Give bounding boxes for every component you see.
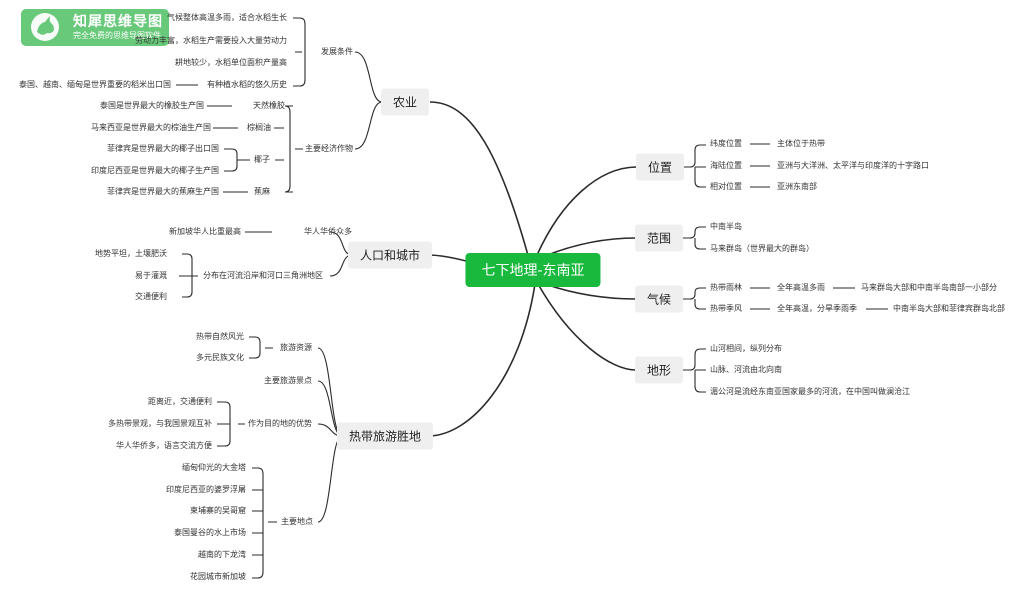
node-tour-spots[interactable]: 主要旅游景点 bbox=[264, 376, 312, 385]
node-sea-land-value[interactable]: 亚洲与大洋洲、太平洋与印度洋的十字路口 bbox=[777, 161, 929, 170]
node-dev-item[interactable]: 气候整体高温多雨，适合水稻生长 bbox=[167, 13, 287, 22]
topic-climate[interactable]: 气候 bbox=[634, 285, 684, 313]
node-tour-advantages[interactable]: 作为目的地的优势 bbox=[248, 419, 312, 428]
node-monsoon-desc[interactable]: 全年高温，分旱季雨季 bbox=[777, 304, 857, 313]
node-rainforest[interactable]: 热带雨林 bbox=[710, 283, 742, 292]
node-cash-crops[interactable]: 主要经济作物 bbox=[305, 144, 353, 153]
node-terrain-item[interactable]: 湄公河是流经东南亚国家最多的河流，在中国叫做澜沧江 bbox=[710, 387, 910, 396]
node-chinese-diaspora[interactable]: 华人华侨众多 bbox=[304, 227, 352, 236]
node-dev-item[interactable]: 耕地较少，水稻单位面积产量高 bbox=[175, 58, 287, 67]
node-terrain-item[interactable]: 山河相间，纵列分布 bbox=[710, 344, 782, 353]
node-latitude[interactable]: 纬度位置 bbox=[710, 139, 742, 148]
topic-scope[interactable]: 范围 bbox=[634, 224, 684, 252]
link-root-climate bbox=[544, 283, 637, 300]
node-rainforest-where[interactable]: 马来群岛大部和中南半岛南部一小部分 bbox=[861, 283, 997, 292]
node-dev-conditions[interactable]: 发展条件 bbox=[321, 47, 353, 56]
node-tour-places[interactable]: 主要地点 bbox=[281, 517, 313, 526]
node-place[interactable]: 越南的下龙湾 bbox=[198, 550, 246, 559]
node-tour-item[interactable]: 热带自然风光 bbox=[196, 332, 244, 341]
node-dist-item[interactable]: 地势平坦，土壤肥沃 bbox=[95, 249, 167, 258]
rhino-logo-icon bbox=[31, 13, 59, 41]
node-crop-fact[interactable]: 泰国是世界最大的橡胶生产国 bbox=[100, 101, 204, 110]
node-place[interactable]: 花园城市新加坡 bbox=[190, 572, 246, 581]
node-dist-item[interactable]: 交通便利 bbox=[135, 292, 167, 301]
node-tour-item[interactable]: 距离近，交通便利 bbox=[148, 397, 212, 406]
node-crop-banana[interactable]: 蕉麻 bbox=[254, 187, 270, 196]
root-topic[interactable]: 七下地理-东南亚 bbox=[465, 253, 601, 287]
link-root-pop bbox=[427, 254, 471, 263]
node-sea-land[interactable]: 海陆位置 bbox=[710, 161, 742, 170]
link-root-tour bbox=[427, 283, 536, 437]
node-relative-value[interactable]: 亚洲东南部 bbox=[777, 182, 817, 191]
node-tour-item[interactable]: 多元民族文化 bbox=[196, 353, 244, 362]
topic-tourism[interactable]: 热带旅游胜地 bbox=[336, 422, 434, 450]
node-crop-coconut[interactable]: 椰子 bbox=[254, 155, 270, 164]
brand-name: 知犀思维导图 bbox=[73, 14, 163, 30]
node-place[interactable]: 柬埔寨的吴哥窟 bbox=[190, 506, 246, 515]
topic-location[interactable]: 位置 bbox=[635, 153, 685, 181]
node-terrain-item[interactable]: 山脉、河流由北向南 bbox=[710, 365, 782, 374]
node-place[interactable]: 缅甸仰光的大金塔 bbox=[182, 463, 246, 472]
node-monsoon[interactable]: 热带季风 bbox=[710, 304, 742, 313]
node-distribution[interactable]: 分布在河流沿岸和河口三角洲地区 bbox=[203, 271, 323, 280]
node-tour-resources[interactable]: 旅游资源 bbox=[280, 343, 312, 352]
topic-population-cities[interactable]: 人口和城市 bbox=[347, 241, 433, 269]
node-tour-item[interactable]: 多热带景观，与我国景观互补 bbox=[108, 419, 212, 428]
node-dev-item[interactable]: 有种植水稻的悠久历史 bbox=[207, 80, 287, 89]
topic-agriculture[interactable]: 农业 bbox=[380, 88, 430, 116]
node-crop-rubber[interactable]: 天然橡胶 bbox=[253, 101, 285, 110]
node-dist-item[interactable]: 易于灌溉 bbox=[135, 271, 167, 280]
node-dev-item[interactable]: 劳动力丰富，水稻生产需要投入大量劳动力 bbox=[135, 36, 287, 45]
node-scope-item[interactable]: 中南半岛 bbox=[710, 222, 742, 231]
node-singapore-fact[interactable]: 新加坡华人比重最高 bbox=[169, 227, 241, 236]
node-monsoon-where[interactable]: 中南半岛大部和菲律宾群岛北部 bbox=[893, 304, 1005, 313]
node-crop-fact[interactable]: 印度尼西亚是世界最大的椰子生产国 bbox=[91, 166, 219, 175]
node-scope-item[interactable]: 马来群岛（世界最大的群岛） bbox=[710, 244, 814, 253]
link-root-terrain bbox=[537, 283, 637, 371]
node-relative[interactable]: 相对位置 bbox=[710, 182, 742, 191]
brand-tagline: 完全免费的思维导图软件 bbox=[73, 31, 161, 40]
link-root-loc bbox=[533, 166, 638, 263]
node-latitude-value[interactable]: 主体位于热带 bbox=[777, 139, 825, 148]
brand-logo: 知犀思维导图 完全免费的思维导图软件 bbox=[21, 9, 169, 46]
node-tour-item[interactable]: 华人华侨多，语言交流方便 bbox=[116, 441, 212, 450]
node-rainforest-desc[interactable]: 全年高温多雨 bbox=[777, 283, 825, 292]
node-crop-fact[interactable]: 马来西亚是世界最大的棕油生产国 bbox=[91, 123, 211, 132]
link-root-agri bbox=[429, 101, 533, 271]
node-crop-fact[interactable]: 菲律宾是世界最大的蕉麻生产国 bbox=[107, 187, 219, 196]
topic-terrain[interactable]: 地形 bbox=[634, 356, 684, 384]
node-place[interactable]: 泰国曼谷的水上市场 bbox=[174, 528, 246, 537]
node-rice-export[interactable]: 泰国、越南、缅甸是世界重要的稻米出口国 bbox=[19, 80, 171, 89]
node-crop-palm[interactable]: 棕榈油 bbox=[247, 123, 271, 132]
link-root-scope bbox=[544, 237, 637, 257]
node-crop-fact[interactable]: 菲律宾是世界最大的椰子出口国 bbox=[107, 144, 219, 153]
node-place[interactable]: 印度尼西亚的婆罗浮屠 bbox=[166, 485, 246, 494]
